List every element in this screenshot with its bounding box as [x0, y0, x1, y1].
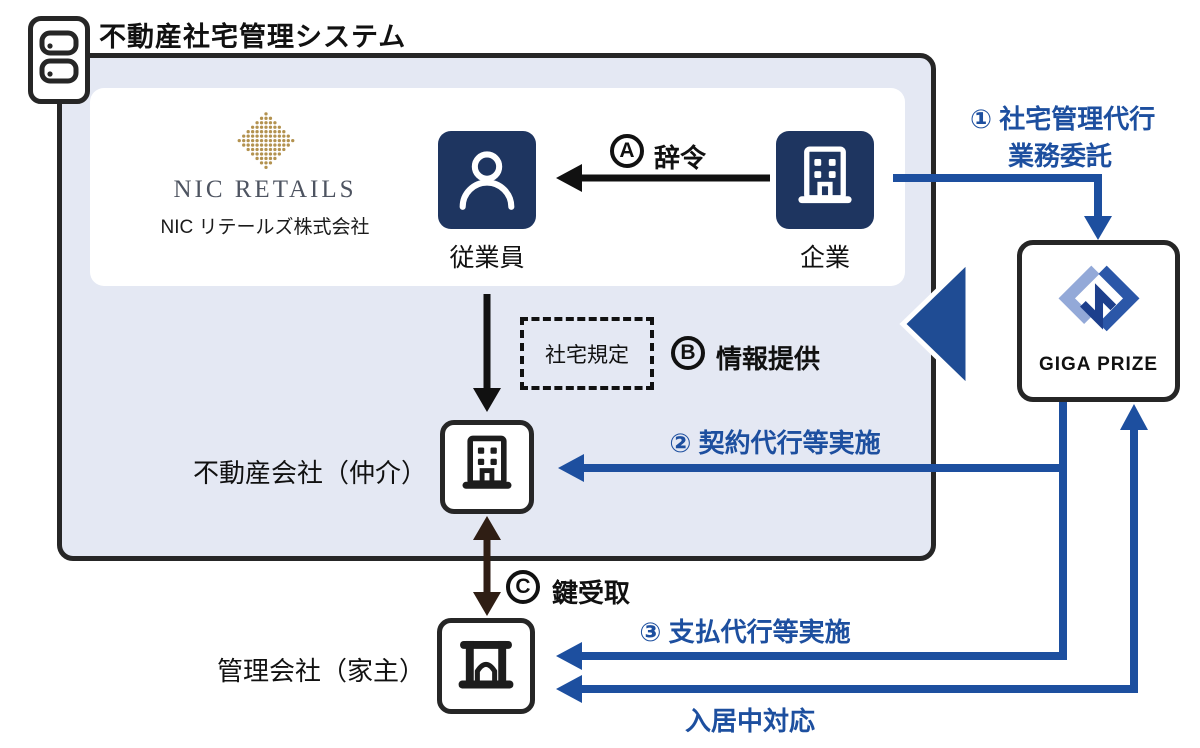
realtor-node: [440, 420, 534, 514]
flow-a-label: 辞令: [654, 143, 707, 173]
office-building-icon: [787, 140, 863, 221]
flow-b-badge: B: [671, 336, 705, 370]
flow-2-label: ② 契約代行等実施: [669, 428, 881, 458]
gigaprize-wordmark: GIGA PRIZE: [1038, 354, 1159, 375]
employee-node: [438, 131, 536, 229]
person-icon: [449, 140, 525, 221]
flow-a-badge: A: [610, 134, 644, 168]
flow-c-label: 鍵受取: [552, 578, 631, 608]
gigaprize-node: GIGA PRIZE: [1017, 240, 1180, 402]
building-icon: [452, 430, 522, 505]
nic-retails-wordmark: NIC RETAILS: [173, 176, 357, 203]
nic-retails-logo-mark: [234, 110, 298, 172]
housing-rules-doc: 社宅規定: [520, 317, 654, 390]
employee-label: 従業員: [449, 244, 525, 272]
flow-b-label: 情報提供: [716, 344, 821, 374]
gigaprize-logo-icon: [1056, 259, 1142, 350]
page-title: 不動産社宅管理システム: [99, 22, 407, 52]
landlord-label: 管理会社（家主）: [216, 656, 425, 686]
company-node: [776, 131, 874, 229]
flow-3-label: ③ 支払代行等実施: [639, 617, 851, 647]
gate-icon: [450, 628, 522, 705]
server-icon-box: [28, 16, 90, 104]
server-icon: [39, 25, 79, 96]
flow-c-badge: C: [506, 570, 540, 604]
flow-movein-label: 入居中対応: [684, 706, 815, 736]
company-label: 企業: [799, 244, 850, 272]
realtor-label: 不動産会社（仲介）: [193, 458, 428, 488]
flow-1-label-line1: ① 社宅管理代行: [970, 104, 1156, 134]
nic-retails-company-name: NIC リテールズ株式会社: [160, 217, 370, 238]
flow-1-label-line2: 業務委託: [1008, 141, 1113, 171]
landlord-node: [437, 618, 535, 714]
